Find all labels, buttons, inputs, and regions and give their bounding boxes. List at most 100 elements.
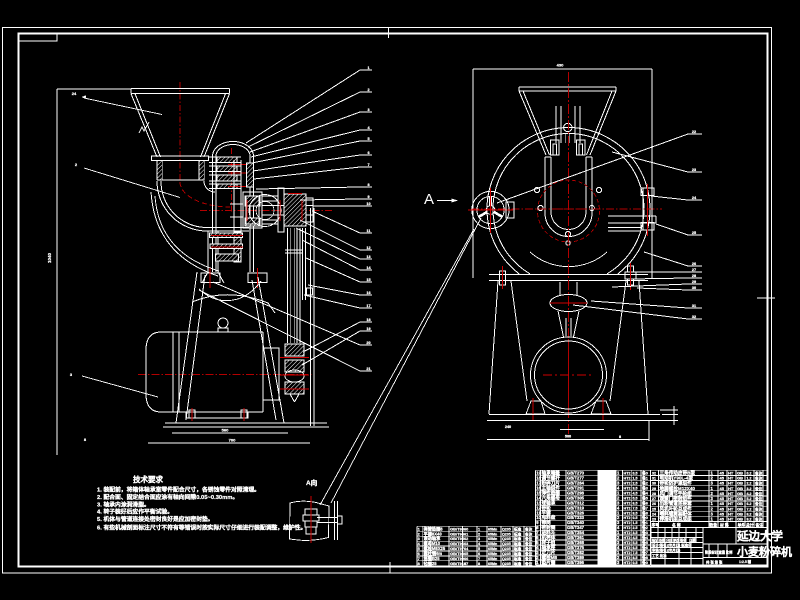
svg-text:备3: 备3 [641, 485, 648, 490]
svg-text:13: 13 [536, 500, 541, 505]
svg-text:29: 29 [652, 487, 656, 491]
svg-text:备注: 备注 [524, 531, 533, 536]
svg-text:GB/T270: GB/T270 [567, 470, 585, 475]
svg-text:HT2: HT2 [624, 481, 631, 485]
svg-text:HT2: HT2 [624, 526, 631, 530]
svg-text:转子组: 转子组 [542, 539, 556, 546]
svg-text:备注: 备注 [754, 476, 763, 481]
svg-text:HT2: HT2 [624, 486, 631, 490]
svg-text:5.5: 5.5 [633, 496, 638, 500]
svg-text:45: 45 [720, 517, 725, 522]
svg-text:备注: 备注 [754, 486, 763, 491]
svg-text:5.2: 5.2 [747, 497, 752, 501]
svg-text:备4: 备4 [641, 535, 649, 540]
svg-text:8.5: 8.5 [633, 556, 638, 560]
svg-text:24: 24 [692, 196, 697, 200]
svg-text:GB/T319: GB/T319 [567, 505, 585, 510]
svg-text:GB: GB [737, 481, 743, 486]
svg-text:GB/T382: GB/T382 [567, 550, 585, 555]
svg-text:备注: 备注 [754, 470, 763, 475]
svg-text:63: 63 [464, 542, 468, 546]
svg-text:备注: 备注 [754, 481, 763, 486]
svg-text:30: 30 [652, 482, 656, 486]
svg-text:29: 29 [692, 280, 696, 284]
svg-text:备6: 备6 [641, 545, 648, 550]
svg-text:圆柱销6m: 圆柱销6m [424, 550, 443, 557]
svg-text:31: 31 [692, 304, 696, 308]
svg-text:31: 31 [652, 477, 656, 481]
svg-text:GB/T375: GB/T375 [567, 545, 585, 550]
svg-text:GB: GB [737, 476, 743, 481]
svg-text:备注: 备注 [755, 522, 764, 527]
svg-text:工艺 批准: 工艺 批准 [652, 553, 667, 558]
svg-text:HT2: HT2 [624, 531, 631, 535]
svg-text:HT: HT [728, 470, 734, 475]
svg-text:备注: 备注 [754, 496, 763, 501]
svg-text:挡圈B25: 挡圈B25 [424, 555, 441, 562]
svg-text:1:2.5 辅: 1:2.5 辅 [739, 559, 752, 564]
svg-text:2: 2 [617, 515, 620, 520]
svg-text:22: 22 [692, 130, 696, 134]
svg-text:19: 19 [366, 327, 370, 331]
svg-text:1: 1 [478, 527, 480, 531]
svg-text:45: 45 [720, 511, 725, 516]
svg-text:1: 1 [617, 510, 620, 515]
svg-text:分区: 分区 [666, 538, 673, 543]
svg-text:13: 13 [366, 255, 370, 259]
svg-text:27: 27 [692, 268, 696, 272]
svg-text:4: 4 [617, 525, 620, 530]
svg-text:3.2: 3.2 [747, 487, 752, 491]
svg-text:45: 45 [720, 506, 725, 511]
svg-text:GB: GB [737, 501, 743, 506]
svg-text:45: 45 [720, 476, 725, 481]
svg-text:Q235: Q235 [502, 532, 511, 536]
svg-text:9.2: 9.2 [747, 518, 752, 522]
svg-text:27: 27 [652, 497, 656, 501]
svg-text:3.5: 3.5 [633, 486, 638, 490]
svg-text:总计: 总计 [746, 522, 754, 527]
svg-text:8: 8 [418, 562, 420, 566]
svg-text:10: 10 [366, 202, 370, 206]
svg-text:4.5: 4.5 [633, 536, 638, 540]
svg-text:GB/T277: GB/T277 [567, 475, 585, 480]
svg-text:3: 3 [617, 560, 620, 565]
svg-text:6: 6 [367, 151, 369, 155]
svg-text:6: 6 [536, 535, 539, 540]
svg-text:25: 25 [692, 231, 696, 235]
svg-text:5.5: 5.5 [633, 541, 638, 545]
svg-text:GB: GB [737, 511, 743, 516]
svg-text:备注: 备注 [524, 561, 533, 566]
svg-text:66: 66 [464, 557, 468, 561]
svg-text:带轮防护罩组件: 带轮防护罩组件 [660, 480, 693, 487]
svg-text:备0: 备0 [641, 470, 648, 475]
svg-text:4: 4 [617, 505, 620, 510]
svg-text:4: 4 [617, 545, 620, 550]
svg-text:备7: 备7 [641, 505, 648, 510]
svg-text:焊接机架总成组: 焊接机架总成组 [660, 516, 693, 523]
svg-text:16: 16 [536, 485, 541, 490]
svg-text:序号: 序号 [651, 522, 660, 527]
svg-text:1: 1 [711, 486, 714, 491]
svg-text:65Mn: 65Mn [488, 532, 497, 536]
svg-text:17: 17 [536, 480, 541, 485]
svg-text:2. 配合面、固定结合面应涂有轴向间隙0.05~0.30mm: 2. 配合面、固定结合面应涂有轴向间隙0.05~0.30mm。 [97, 493, 238, 501]
svg-text:3: 3 [617, 480, 620, 485]
svg-text:62: 62 [464, 537, 468, 541]
svg-text:1.2: 1.2 [747, 477, 752, 481]
svg-text:6: 6 [478, 552, 480, 556]
svg-text:61: 61 [464, 532, 468, 536]
svg-text:65Mn: 65Mn [488, 557, 497, 561]
svg-text:2: 2 [617, 555, 620, 560]
svg-text:带轮: 带轮 [542, 504, 552, 511]
svg-text:甩料盘: 甩料盘 [541, 514, 556, 521]
svg-text:28: 28 [692, 274, 696, 278]
svg-text:日期: 日期 [689, 538, 696, 543]
svg-text:8: 8 [536, 525, 539, 530]
svg-text:Q235: Q235 [502, 527, 511, 531]
svg-text:3.5: 3.5 [633, 531, 638, 535]
svg-text:3: 3 [617, 520, 620, 525]
svg-text:64: 64 [464, 547, 469, 551]
svg-text:滚动轴承: 滚动轴承 [424, 535, 442, 542]
svg-text:560: 560 [222, 428, 229, 433]
svg-text:2.2: 2.2 [747, 482, 752, 486]
